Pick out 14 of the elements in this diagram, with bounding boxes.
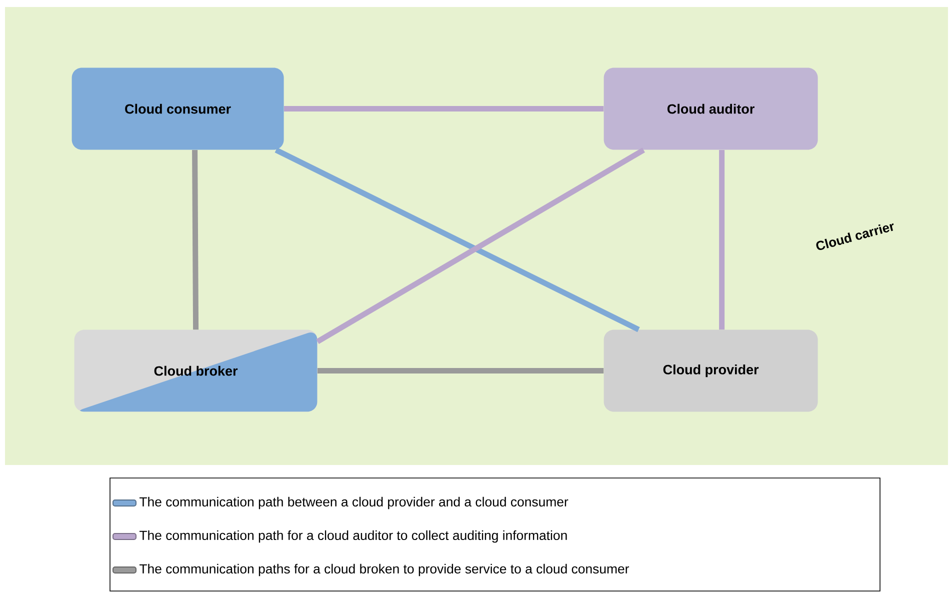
legend-text: The communication path for a cloud auditor to collect auditing information <box>140 530 567 543</box>
band-label: Cloud carrier <box>816 223 894 250</box>
connector-tube <box>284 106 604 112</box>
connector-tube <box>318 368 604 374</box>
role-box: Cloud consumer <box>72 68 284 150</box>
connector-tube <box>192 150 199 330</box>
role-box: Cloud broker <box>74 330 318 412</box>
connector-tube <box>719 150 725 330</box>
connector-tube <box>316 148 645 344</box>
legend-text: The communication path between a cloud provider and a cloud consumer <box>140 496 568 510</box>
role-box: Cloud auditor <box>604 68 818 150</box>
connector-tube <box>274 148 640 332</box>
legend-text: The communication paths for a cloud broken to provide service to a cloud consumer <box>140 564 630 576</box>
role-box: Cloud provider <box>604 330 818 412</box>
